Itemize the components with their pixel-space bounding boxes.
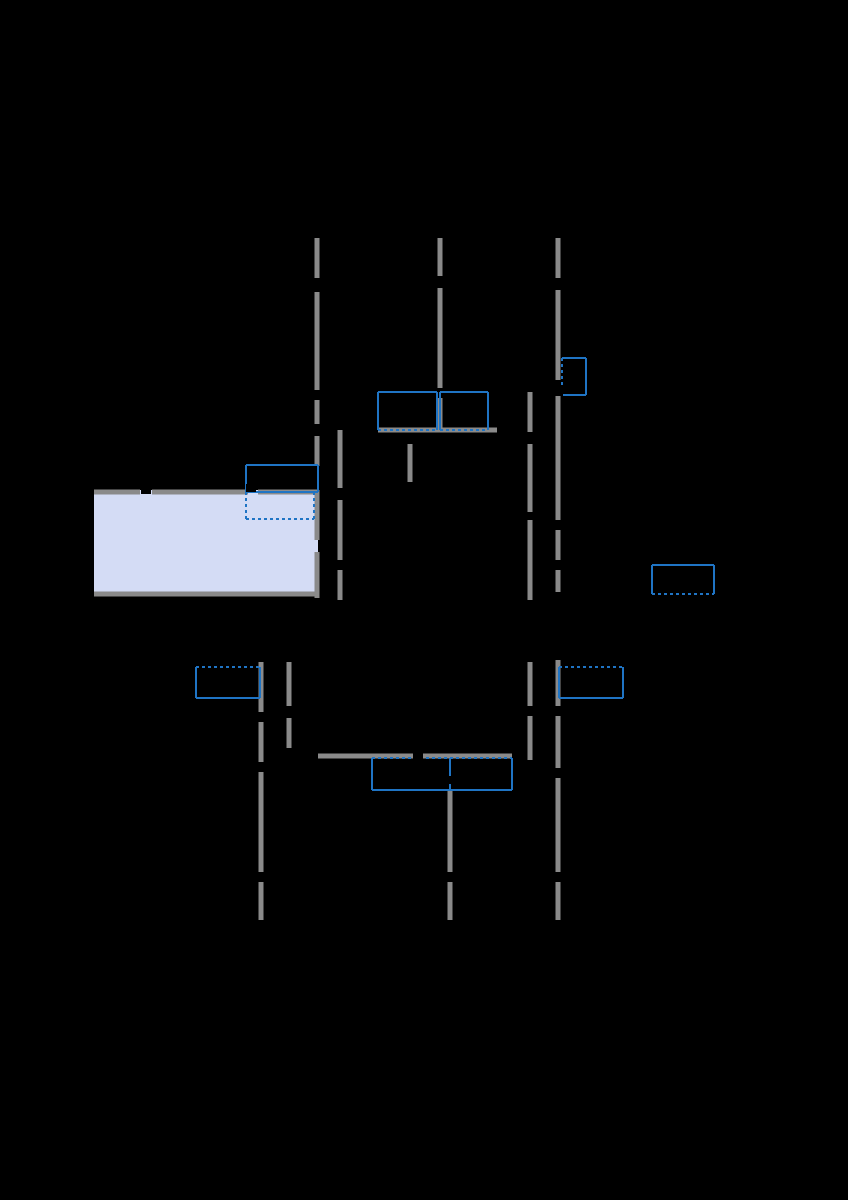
selection-box-left-lower[interactable] <box>195 666 261 699</box>
selection-box-upper-right[interactable] <box>439 391 489 431</box>
wall-node-handle[interactable] <box>553 592 563 600</box>
selection-box-bottom-right[interactable] <box>449 757 513 791</box>
wall-node-handle[interactable] <box>553 388 563 396</box>
wall-node-handle[interactable] <box>141 486 151 494</box>
selection-box-upper-left[interactable] <box>377 391 438 431</box>
selection-layer[interactable] <box>195 357 715 791</box>
selection-box-room-ghost[interactable] <box>245 491 315 520</box>
wall-node-handle[interactable] <box>246 484 256 492</box>
nodes-layer[interactable] <box>141 388 563 784</box>
room-fill-room-main <box>94 490 318 595</box>
selection-box-right-lower[interactable] <box>558 666 624 699</box>
rooms-layer <box>94 490 318 595</box>
wall-node-handle[interactable] <box>445 776 455 784</box>
wall-node-handle[interactable] <box>413 752 423 760</box>
selection-box-mid-right[interactable] <box>651 564 715 595</box>
